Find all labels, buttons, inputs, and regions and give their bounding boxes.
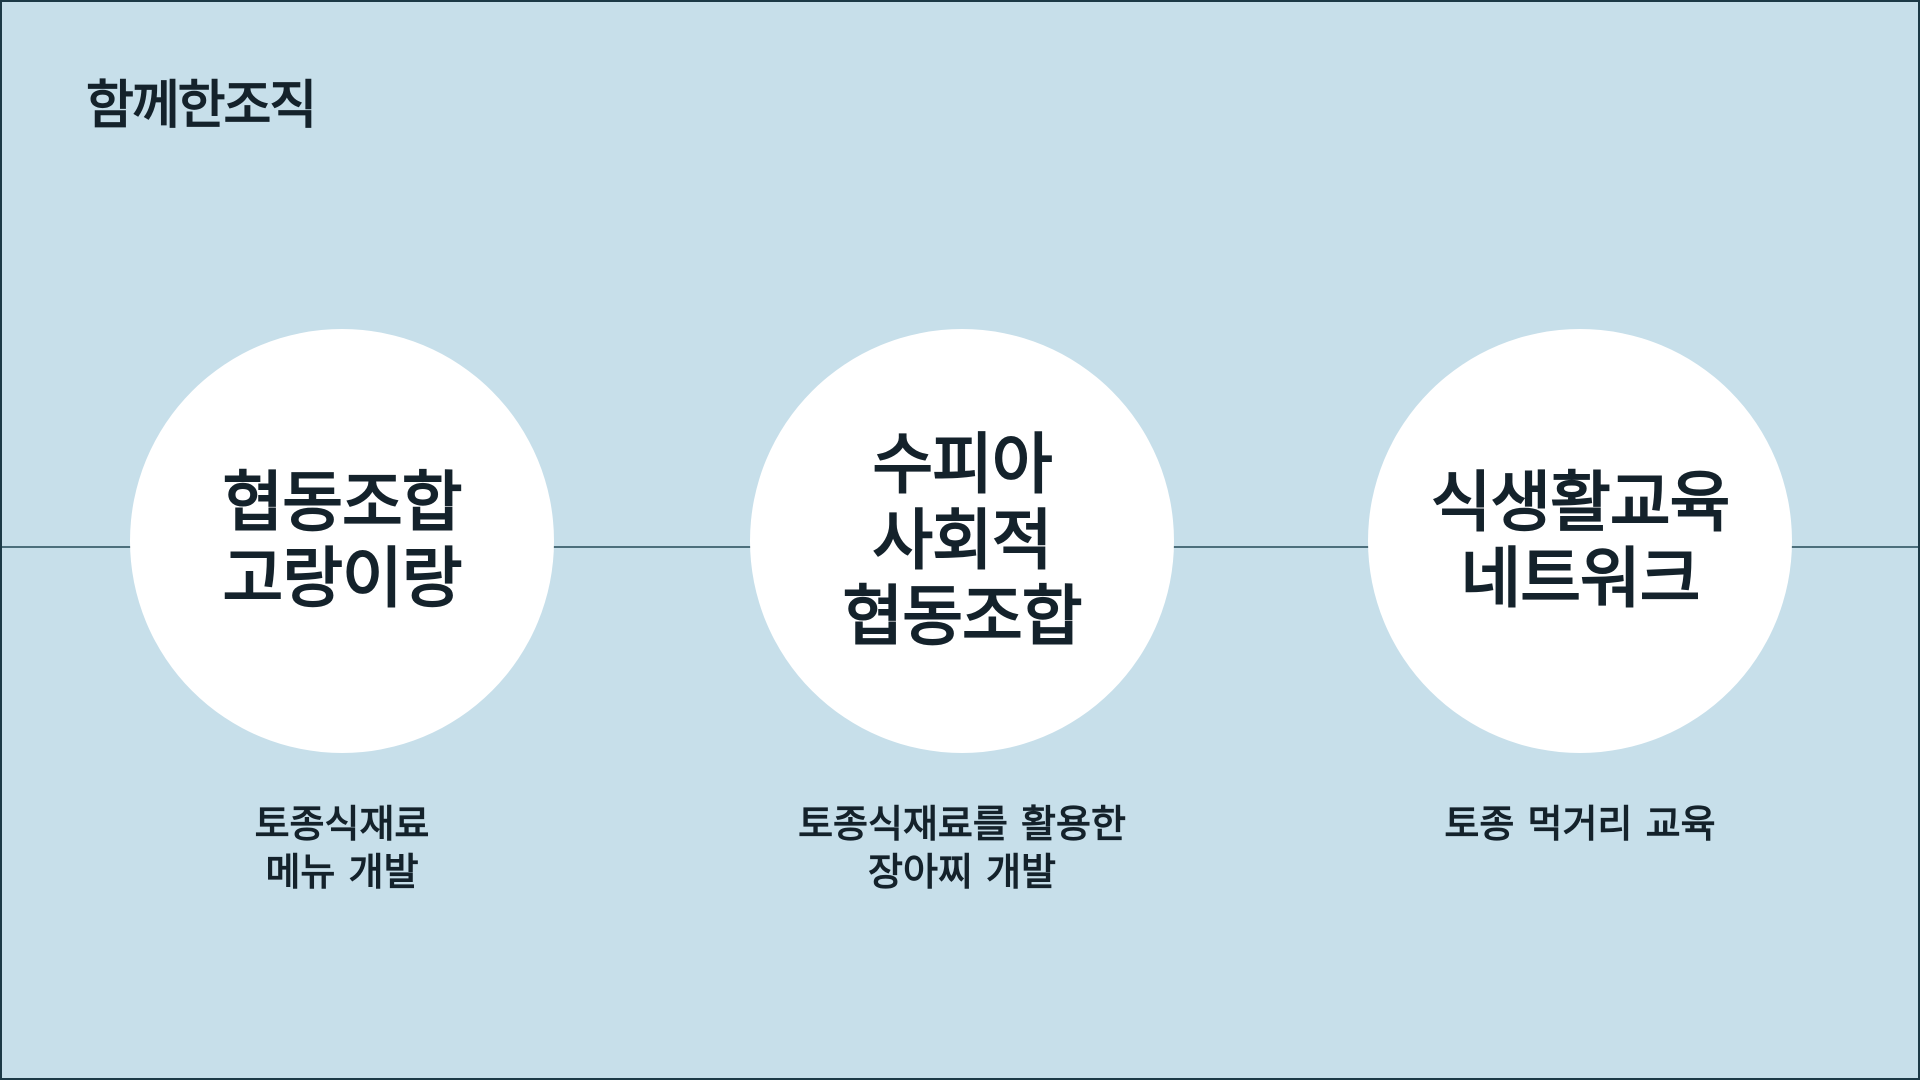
org-desc-line: 장아찌 개발 xyxy=(867,850,1057,894)
org-circle-2: 수피아 사회적 협동조합 xyxy=(750,329,1174,753)
org-circle-3: 식생활교육 네트워크 xyxy=(1368,329,1792,753)
org-description-3: 토종 먹거리 교육 xyxy=(1330,800,1830,848)
org-desc-line: 메뉴 개발 xyxy=(265,850,419,894)
org-name-line: 식생활교육 xyxy=(1430,464,1731,541)
org-description-2: 토종식재료를 활용한 장아찌 개발 xyxy=(712,800,1212,896)
org-name-line: 협동조합 xyxy=(222,464,463,541)
org-circle-1: 협동조합 고랑이랑 xyxy=(130,329,554,753)
slide-title: 함께한조직 xyxy=(86,76,317,136)
org-description-1: 토종식재료 메뉴 개발 xyxy=(92,800,592,896)
org-desc-line: 토종 먹거리 교육 xyxy=(1444,802,1716,846)
org-desc-line: 토종식재료를 활용한 xyxy=(798,802,1126,846)
org-name-line: 협동조합 xyxy=(842,578,1083,655)
org-desc-line: 토종식재료 xyxy=(254,802,430,846)
org-name-line: 사회적 xyxy=(872,502,1052,579)
org-name-line: 수피아 xyxy=(872,426,1052,503)
org-name-line: 고랑이랑 xyxy=(222,540,463,617)
org-name-line: 네트워크 xyxy=(1460,540,1701,617)
